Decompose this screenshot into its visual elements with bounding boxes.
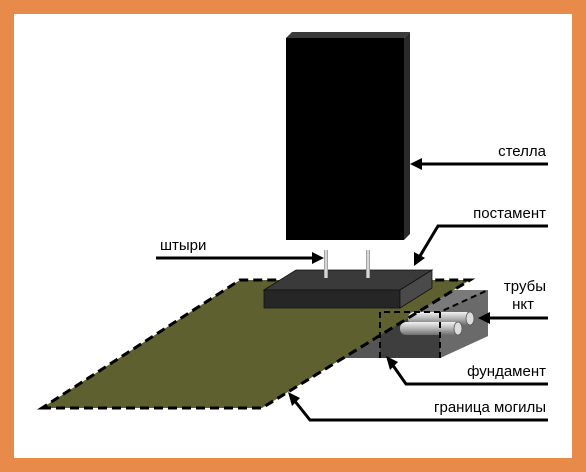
stela-front-face [286,38,404,240]
leader-grave-border-arrow [288,392,300,406]
foundation-hidden-edges [379,289,489,358]
label-grave-border: граница могилы [434,399,546,416]
pipe-lower-end [453,321,463,336]
stela-top-face [286,32,410,38]
label-foundation: фундамент [467,363,546,380]
stela [286,32,410,240]
pins [324,250,370,278]
leader-stela-arrow [410,158,422,170]
pedestal-side [399,269,433,309]
pedestal [262,269,434,309]
pipe-lower [400,322,460,335]
leader-pedestal-arrow [414,252,425,266]
pipes [400,311,475,336]
pin-left [324,250,328,278]
label-stela: стелла [498,143,547,160]
leader-pedestal [418,224,548,257]
pedestal-front [263,289,401,309]
label-pedestal: постамент [473,205,546,222]
grave-area [42,280,470,408]
leader-pins-arrow [312,252,324,264]
label-pipes-line2: нкт [512,296,534,313]
pipe-upper [408,312,472,325]
pin-right [366,250,370,278]
leader-pipes-arrow [478,312,490,324]
label-pins: штыри [160,237,206,254]
pipe-upper-end [465,311,475,326]
leader-foundation-arrow [386,356,398,370]
leader-grave-border [292,399,548,422]
label-pipes-line1: трубы [504,278,546,295]
leader-lines [156,158,548,422]
stela-side-face [404,32,410,240]
grave-border-outline [36,278,476,410]
leader-foundation [390,363,548,386]
